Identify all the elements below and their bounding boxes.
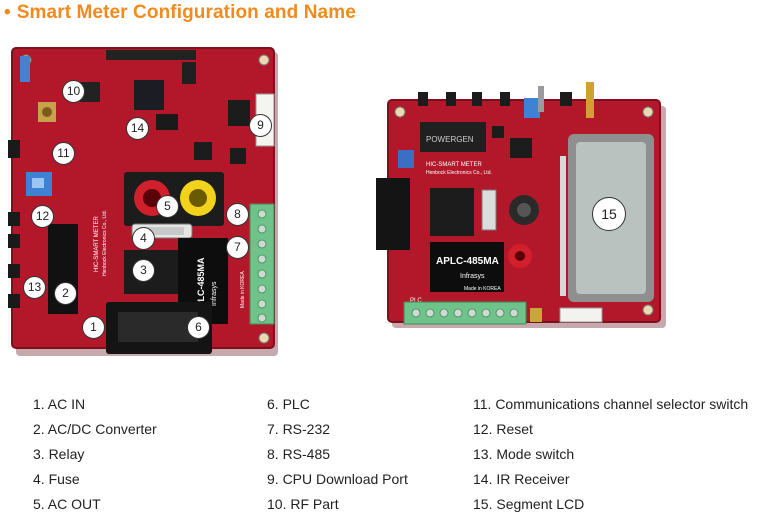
legend-item: 15. Segment LCD: [473, 496, 585, 512]
legend-item: 13. Mode switch: [473, 446, 575, 462]
marker-10: 10: [62, 80, 85, 103]
page-title-text: Smart Meter Configuration and Name: [16, 2, 356, 23]
legend-item: 7. RS-232: [267, 421, 331, 437]
right-silk-company: Henbock Electronics Co., Ltd.: [426, 170, 492, 176]
marker-1: 1: [82, 316, 105, 339]
legend-item: 8. RS-485: [267, 446, 331, 462]
legend-column-1: 1. AC IN 2. AC/DC Converter 3. Relay 4. …: [33, 392, 157, 517]
right-module-brand: Infrasys: [460, 273, 485, 280]
legend-item: 11. Communications channel selector swit…: [473, 396, 749, 412]
left-board-photo: HIC-SMART METER Henbock Electronics Co.,…: [8, 47, 278, 356]
legend-column-3: 11. Communications channel selector swit…: [473, 392, 748, 517]
title-bullet: •: [4, 2, 11, 23]
marker-11: 11: [52, 142, 75, 165]
right-made-in: Made in KOREA: [464, 286, 501, 292]
left-module-label: APLC-485MA: [196, 257, 206, 314]
legend-item: 10. RF Part: [267, 496, 339, 512]
legend-item: 1. AC IN: [33, 396, 86, 412]
marker-9: 9: [249, 114, 272, 137]
marker-14: 14: [126, 117, 149, 140]
legend-item: 5. AC OUT: [33, 496, 101, 512]
marker-4: 4: [132, 227, 155, 250]
marker-12: 12: [31, 205, 54, 228]
right-plc-label: PLC: [410, 298, 422, 304]
right-power-label: POWERGEN: [426, 135, 474, 144]
legend-item: 14. IR Receiver: [473, 471, 570, 487]
right-module-label: APLC-485MA: [436, 256, 499, 267]
left-silk-title: HIC-SMART METER: [94, 216, 100, 272]
legend-item: 9. CPU Download Port: [267, 471, 408, 487]
right-board-photo: POWERGEN HIC-SMART METER Henbock Electro…: [376, 82, 666, 328]
marker-3: 3: [132, 259, 155, 282]
marker-8: 8: [226, 203, 249, 226]
legend-item: 3. Relay: [33, 446, 85, 462]
legend-item: 12. Reset: [473, 421, 533, 437]
marker-6: 6: [187, 316, 210, 339]
page-title: •Smart Meter Configuration and Name: [4, 2, 356, 24]
marker-5: 5: [156, 195, 179, 218]
marker-2: 2: [54, 282, 77, 305]
left-silk-company: Henbock Electronics Co., Ltd.: [102, 210, 108, 276]
right-silk-title: HIC-SMART METER: [426, 162, 482, 168]
legend-item: 2. AC/DC Converter: [33, 421, 157, 437]
left-made-in: Made in KOREA: [240, 271, 246, 308]
legend-item: 4. Fuse: [33, 471, 80, 487]
left-module-brand: Infrasys: [211, 281, 218, 306]
marker-13: 13: [23, 276, 46, 299]
legend-item: 6. PLC: [267, 396, 310, 412]
legend-column-2: 6. PLC 7. RS-232 8. RS-485 9. CPU Downlo…: [267, 392, 408, 517]
marker-15: 15: [592, 197, 626, 231]
marker-7: 7: [226, 236, 249, 259]
